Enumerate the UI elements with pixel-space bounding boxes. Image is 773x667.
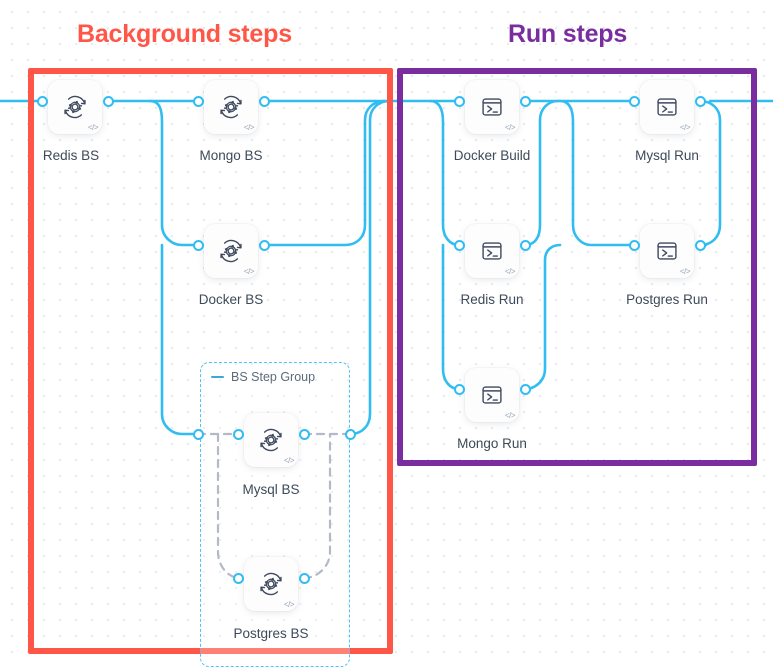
code-badge-icon[interactable]: </> xyxy=(504,123,516,132)
node-mysql-bs[interactable]: </> xyxy=(244,413,298,467)
node-label-mysql-run: Mysql Run xyxy=(635,148,699,163)
port-mysql-run-out[interactable] xyxy=(694,95,706,107)
section-frame-background-steps xyxy=(28,68,393,654)
code-badge-icon[interactable]: </> xyxy=(504,267,516,276)
edge-dockerbuild-branch xyxy=(428,99,461,247)
port-mysql-bs-in[interactable] xyxy=(232,428,244,440)
node-label-docker-bs: Docker BS xyxy=(198,292,264,307)
node-postgres-bs[interactable]: </> xyxy=(244,557,298,611)
port-postgres-bs-out[interactable] xyxy=(298,572,310,584)
service-gear-icon xyxy=(256,425,286,455)
code-badge-icon[interactable]: </> xyxy=(283,456,295,465)
terminal-icon xyxy=(477,380,507,410)
port-docker-bs-out[interactable] xyxy=(258,239,270,251)
port-redis-bs-out[interactable] xyxy=(102,95,114,107)
node-redis-run[interactable]: </> xyxy=(465,224,519,278)
terminal-icon xyxy=(652,92,682,122)
node-label-redis-bs: Redis BS xyxy=(42,148,100,163)
code-badge-icon[interactable]: </> xyxy=(243,267,255,276)
edge-mysqlrun-branch xyxy=(558,99,636,247)
node-postgres-run[interactable]: </> xyxy=(640,224,694,278)
node-redis-bs[interactable]: </> xyxy=(48,80,102,134)
edge-redisrun-up xyxy=(523,99,560,247)
terminal-icon xyxy=(477,236,507,266)
section-title-run-steps: Run steps xyxy=(508,20,628,48)
code-badge-icon[interactable]: </> xyxy=(283,600,295,609)
section-title-background-steps: Background steps xyxy=(77,20,292,48)
node-label-mysql-bs: Mysql BS xyxy=(242,482,300,497)
node-label-postgres-run: Postgres Run xyxy=(626,292,708,307)
node-docker-bs[interactable]: </> xyxy=(204,224,258,278)
node-label-docker-build: Docker Build xyxy=(453,148,531,163)
code-badge-icon[interactable]: </> xyxy=(679,267,691,276)
bs-step-group-header[interactable]: BS Step Group xyxy=(211,370,315,384)
port-postgres-run-in[interactable] xyxy=(628,239,640,251)
port-mongo-run-in[interactable] xyxy=(453,383,465,395)
edge-mysqlrun-out xyxy=(698,99,722,247)
edge-group-out-right xyxy=(348,99,392,436)
node-label-redis-run: Redis Run xyxy=(460,292,524,307)
port-mongo-run-out[interactable] xyxy=(519,383,531,395)
port-redis-run-in[interactable] xyxy=(453,239,465,251)
node-label-mongo-run: Mongo Run xyxy=(457,436,527,451)
port-postgres-bs-in[interactable] xyxy=(232,572,244,584)
terminal-icon xyxy=(477,92,507,122)
bs-step-group-box[interactable] xyxy=(200,362,350,667)
edge-redis-branch-group xyxy=(160,243,200,436)
section-frame-run-steps xyxy=(397,68,757,466)
code-badge-icon[interactable]: </> xyxy=(504,411,516,420)
port-group-out[interactable] xyxy=(344,428,356,440)
edge-mongorun-up xyxy=(523,243,562,391)
service-gear-icon xyxy=(256,569,286,599)
node-mongo-bs[interactable]: </> xyxy=(204,80,258,134)
port-mongo-bs-out[interactable] xyxy=(258,95,270,107)
service-gear-icon xyxy=(216,92,246,122)
service-gear-icon xyxy=(60,92,90,122)
service-gear-icon xyxy=(216,236,246,266)
minus-icon[interactable] xyxy=(211,376,224,378)
bs-step-group-label: BS Step Group xyxy=(231,370,316,384)
port-docker-build-in[interactable] xyxy=(453,95,465,107)
terminal-icon xyxy=(652,236,682,266)
port-mysql-run-in[interactable] xyxy=(628,95,640,107)
node-label-mongo-bs: Mongo BS xyxy=(199,148,263,163)
port-mysql-bs-out[interactable] xyxy=(298,428,310,440)
port-postgres-run-out[interactable] xyxy=(694,239,706,251)
port-redis-bs-in[interactable] xyxy=(36,95,48,107)
code-badge-icon[interactable]: </> xyxy=(87,123,99,132)
node-label-postgres-bs: Postgres BS xyxy=(233,626,309,641)
port-redis-run-out[interactable] xyxy=(519,239,531,251)
node-mongo-run[interactable]: </> xyxy=(465,368,519,422)
code-badge-icon[interactable]: </> xyxy=(243,123,255,132)
edge-redis-branch-down xyxy=(148,99,200,247)
edge-docker-bs-right xyxy=(262,99,387,247)
port-group-in[interactable] xyxy=(192,428,204,440)
port-docker-bs-in[interactable] xyxy=(192,239,204,251)
node-mysql-run[interactable]: </> xyxy=(640,80,694,134)
code-badge-icon[interactable]: </> xyxy=(679,123,691,132)
node-docker-build[interactable]: </> xyxy=(465,80,519,134)
port-mongo-bs-in[interactable] xyxy=(192,95,204,107)
port-docker-build-out[interactable] xyxy=(519,95,531,107)
